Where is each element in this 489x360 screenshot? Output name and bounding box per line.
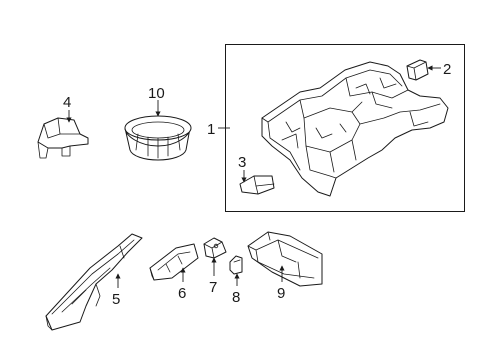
pad-part[interactable] (229, 255, 243, 275)
plug-cup-part[interactable] (124, 115, 192, 161)
callout-8: 8 (232, 289, 240, 306)
strip-bracket-part[interactable] (149, 243, 199, 281)
callout-10: 10 (148, 85, 165, 102)
channel-bracket-part[interactable] (247, 231, 323, 287)
small-bracket-part[interactable] (203, 237, 227, 259)
callout-9: 9 (277, 285, 285, 302)
leader-lines (66, 65, 441, 288)
callout-labels: 1 2 3 4 10 5 6 7 8 9 (63, 61, 451, 308)
callout-1: 1 (207, 121, 215, 138)
callout-3: 3 (238, 154, 246, 171)
bracket-part[interactable] (239, 175, 275, 195)
rail-part[interactable] (45, 233, 143, 331)
callout-2: 2 (443, 61, 451, 78)
clip-part[interactable] (406, 59, 429, 81)
callout-4: 4 (63, 94, 71, 111)
mount-bracket-part[interactable] (37, 117, 89, 159)
floor-pan-part[interactable] (261, 61, 449, 197)
callout-5: 5 (112, 291, 120, 308)
callout-7: 7 (209, 279, 217, 296)
callout-6: 6 (178, 285, 186, 302)
